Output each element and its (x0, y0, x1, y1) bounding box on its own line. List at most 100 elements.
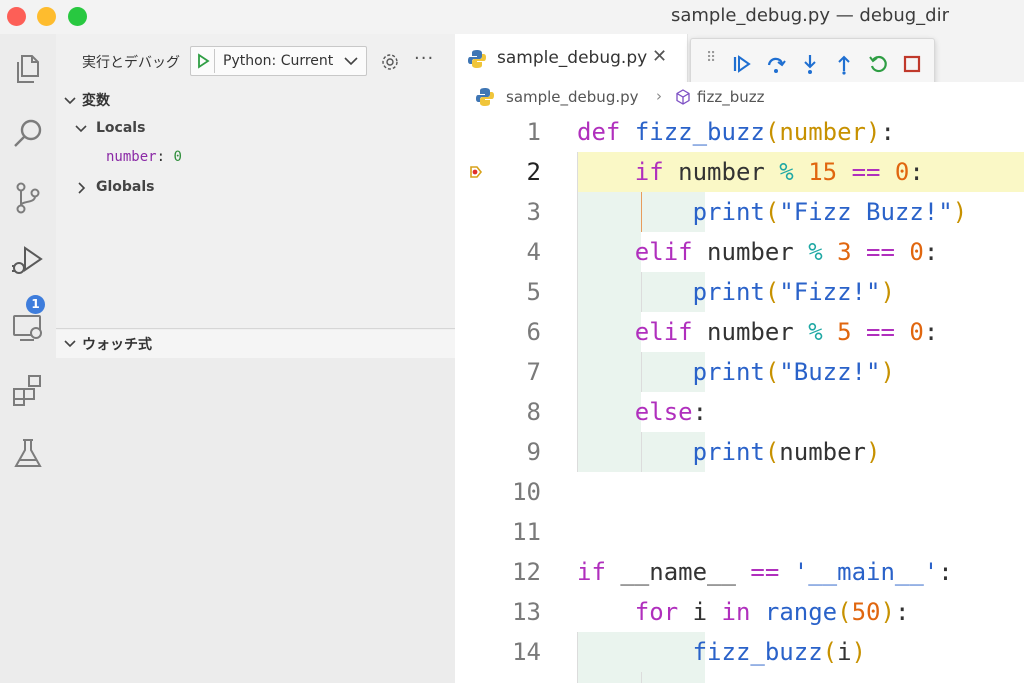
testing-icon[interactable] (8, 434, 48, 474)
code-line[interactable]: 10 (455, 472, 1024, 512)
variables-title: 変数 (82, 93, 110, 109)
code-line[interactable]: 13 for i in range(50): (455, 592, 1024, 632)
play-icon (198, 53, 210, 69)
debug-config-label: Python: Current (223, 53, 334, 69)
indent-guide (577, 632, 578, 683)
indent-band (641, 432, 705, 472)
line-number: 9 (526, 438, 541, 466)
search-icon[interactable] (8, 114, 48, 154)
code-text: if __name__ == '__main__': (577, 558, 953, 586)
stop-icon[interactable] (901, 53, 923, 75)
code-text: print(number) (692, 438, 881, 466)
close-window-button[interactable] (7, 7, 26, 26)
code-line[interactable]: 6 elif number % 5 == 0: (455, 312, 1024, 352)
sidebar-header: 実行とデバッグ Python: Current ··· (56, 34, 455, 88)
close-tab-button[interactable]: ✕ (652, 46, 668, 67)
chevron-down-icon[interactable] (74, 123, 88, 135)
line-number: 4 (526, 238, 541, 266)
code-text: print("Fizz!") (692, 278, 895, 306)
indent-guide (641, 432, 642, 472)
code-text: if number % 15 == 0: (634, 158, 924, 186)
breakpoint-stop-icon[interactable] (469, 165, 483, 179)
code-text: elif number % 3 == 0: (634, 238, 939, 266)
debug-toolbar: ⠿ (690, 38, 935, 88)
breadcrumb-file[interactable]: sample_debug.py (506, 88, 639, 106)
watch-panel[interactable] (56, 358, 455, 683)
line-number: 2 (526, 158, 541, 186)
run-debug-icon[interactable] (8, 242, 48, 282)
restart-icon[interactable] (867, 53, 889, 75)
line-number: 1 (526, 118, 541, 146)
chevron-right-icon[interactable] (76, 181, 88, 195)
code-line[interactable]: 9 print(number) (455, 432, 1024, 472)
extensions-icon[interactable] (8, 371, 48, 411)
indent-band (641, 192, 705, 232)
variables-panel: 変数 (56, 88, 455, 328)
indent-band (577, 192, 641, 472)
zoom-window-button[interactable] (68, 7, 87, 26)
code-text: print("Fizz Buzz!") (692, 198, 968, 226)
indent-guide-active (641, 192, 642, 232)
indent-guide (641, 672, 642, 683)
start-debugging-button[interactable] (192, 49, 215, 73)
code-text: else: (634, 398, 708, 426)
code-line[interactable]: 3 print("Fizz Buzz!") (455, 192, 1024, 232)
tab-sample-debug[interactable]: sample_debug.py ✕ (455, 34, 688, 82)
line-number: 14 (512, 638, 541, 666)
line-number: 13 (512, 598, 541, 626)
debug-sidebar: 実行とデバッグ Python: Current ··· 変数 (56, 34, 455, 683)
activity-bar: 1 (0, 34, 56, 683)
breadcrumb: sample_debug.py › fizz_buzz (455, 82, 1024, 112)
python-file-icon (476, 88, 494, 106)
debug-badge: 1 (26, 295, 45, 314)
tab-label: sample_debug.py (497, 48, 648, 68)
code-line[interactable]: 5 print("Fizz!") (455, 272, 1024, 312)
variable-value: 0 (173, 149, 182, 165)
line-number: 5 (526, 278, 541, 306)
step-over-icon[interactable] (765, 53, 787, 75)
variable-number[interactable]: number: 0 (106, 149, 182, 165)
line-number: 11 (512, 518, 541, 546)
title-bar: sample_debug.py — debug_dir (0, 0, 1024, 34)
line-number: 8 (526, 398, 541, 426)
window-title: sample_debug.py — debug_dir (670, 5, 950, 26)
code-line[interactable]: 14 fizz_buzz(i) (455, 632, 1024, 672)
function-symbol-icon (676, 89, 690, 105)
code-text: elif number % 5 == 0: (634, 318, 939, 346)
code-line[interactable]: 1 def fizz_buzz(number): (455, 112, 1024, 152)
code-line[interactable]: 12 if __name__ == '__main__': (455, 552, 1024, 592)
code-line[interactable]: 4 elif number % 3 == 0: (455, 232, 1024, 272)
chevron-down-icon (64, 340, 76, 348)
code-editor[interactable]: 1 def fizz_buzz(number): 2 if number % 1… (455, 112, 1024, 683)
remote-explorer-icon[interactable] (8, 308, 48, 348)
minimize-window-button[interactable] (37, 7, 56, 26)
continue-icon[interactable] (731, 53, 753, 75)
more-actions-button[interactable]: ··· (414, 48, 435, 69)
code-line[interactable]: 7 print("Buzz!") (455, 352, 1024, 392)
breadcrumb-symbol[interactable]: fizz_buzz (697, 88, 765, 106)
code-line-current[interactable]: 2 if number % 15 == 0: (455, 152, 1024, 192)
variable-name: number (106, 149, 157, 165)
indent-guide (641, 352, 642, 392)
step-out-icon[interactable] (833, 53, 855, 75)
explorer-icon[interactable] (8, 48, 48, 88)
variable-separator: : (156, 149, 174, 165)
line-number: 6 (526, 318, 541, 346)
globals-scope[interactable]: Globals (96, 179, 155, 195)
code-line[interactable]: 11 (455, 512, 1024, 552)
variables-section-header[interactable]: 変数 (56, 90, 455, 114)
source-control-icon[interactable] (8, 178, 48, 218)
debug-config-select[interactable]: Python: Current (190, 46, 367, 76)
code-line[interactable]: 8 else: (455, 392, 1024, 432)
gear-icon[interactable] (379, 51, 401, 73)
code-text: for i in range(50): (634, 598, 910, 626)
python-file-icon (468, 50, 486, 68)
run-debug-title: 実行とデバッグ (82, 55, 180, 71)
indent-band (641, 352, 705, 392)
step-into-icon[interactable] (799, 53, 821, 75)
watch-section-header[interactable]: ウォッチ式 (56, 330, 455, 358)
drag-handle-icon[interactable]: ⠿ (706, 50, 717, 66)
chevron-down-icon (344, 57, 358, 66)
locals-scope[interactable]: Locals (96, 120, 146, 136)
watch-title: ウォッチ式 (82, 337, 152, 353)
